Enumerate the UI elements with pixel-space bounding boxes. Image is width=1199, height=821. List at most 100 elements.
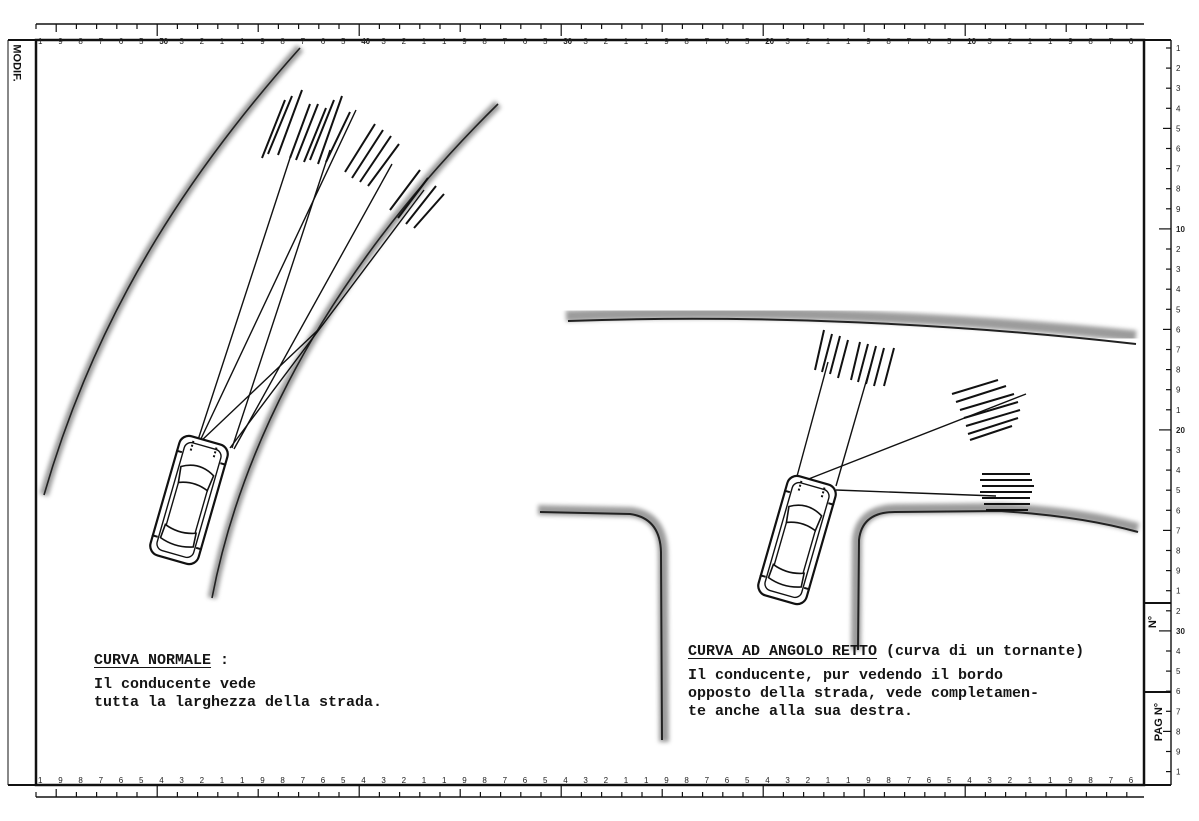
ruler-label: 8 (482, 37, 487, 46)
ruler-label: 4 (159, 776, 164, 785)
ruler-label: 5 (745, 776, 750, 785)
ruler-label: 3 (381, 776, 386, 785)
caption-title: CURVA AD ANGOLO RETTO (688, 643, 878, 660)
modif-label: MODIF. (10, 44, 23, 82)
ruler-label: 5 (947, 37, 952, 46)
ruler-label: 7 (301, 37, 306, 46)
ruler-label: 6 (1176, 506, 1181, 515)
ruler-label: 1 (644, 37, 649, 46)
ruler-label: 10 (967, 37, 976, 46)
ruler-label: 1 (220, 37, 225, 46)
road-corner-right (851, 502, 1140, 651)
ruler-label: 4 (1176, 466, 1181, 475)
ruler-label: 1 (442, 776, 447, 785)
ruler-label: 8 (482, 776, 487, 785)
ruler-label: 1 (644, 776, 649, 785)
ruler-label: 1 (240, 776, 245, 785)
ruler-label: 5 (341, 776, 346, 785)
sight-lines-right (795, 361, 1027, 497)
ruler-label: 9 (1176, 386, 1181, 395)
ruler-label: 6 (1176, 325, 1181, 334)
sight-lines-left (196, 109, 425, 450)
ruler-label: 3 (987, 776, 992, 785)
ruler-label: 3 (179, 776, 184, 785)
ruler-label: 4 (563, 776, 568, 785)
ruler-label: 1 (1176, 587, 1181, 596)
ruler-label: 1 (38, 776, 43, 785)
caption-line: Il conducente vede (94, 676, 257, 693)
ruler-label: 4 (1176, 647, 1181, 656)
ruler-label: 9 (1068, 37, 1073, 46)
ruler-label: 5 (947, 776, 952, 785)
ruler-label: 6 (725, 37, 730, 46)
ruler-label: 6 (1176, 687, 1181, 696)
ruler-label: 7 (301, 776, 306, 785)
ruler-label: 9 (58, 37, 63, 46)
ruler-label: 1 (1048, 37, 1053, 46)
ruler-label: 5 (543, 37, 548, 46)
ruler-label: 5 (139, 776, 144, 785)
ruler-label: 20 (1176, 426, 1185, 435)
road-corner-left (537, 505, 669, 743)
caption-suffix: : (211, 652, 230, 669)
ruler-label: 9 (462, 776, 467, 785)
ruler-label: 8 (1176, 185, 1181, 194)
ruler-label: 7 (705, 776, 710, 785)
ruler-label: 2 (402, 776, 407, 785)
ruler-label: 6 (523, 37, 528, 46)
ruler-label: 8 (280, 37, 285, 46)
ruler-label: 1 (826, 776, 831, 785)
ruler-label: 1 (624, 776, 629, 785)
caption-title: CURVA NORMALE (94, 652, 212, 669)
vision-hatch-top (814, 329, 895, 387)
ruler-label: 2 (200, 37, 205, 46)
ruler-label: 5 (139, 37, 144, 46)
car-topview-icon (753, 472, 841, 608)
right-angle-curve-diagram (537, 307, 1140, 743)
caption-right-angle-curve: CURVA AD ANGOLO RETTO (curva di un torna… (688, 643, 1084, 721)
ruler-label: 3 (1176, 446, 1181, 455)
road-edge-left-inner (207, 100, 502, 599)
ruler-label: 5 (543, 776, 548, 785)
ruler-label: 1 (422, 776, 427, 785)
ruler-label: 4 (361, 776, 366, 785)
ruler-label: 7 (503, 776, 508, 785)
ruler-label: 3 (987, 37, 992, 46)
ruler-label: 3 (583, 776, 588, 785)
ruler-label: 9 (1176, 205, 1181, 214)
ruler-label: 6 (1129, 37, 1134, 46)
ruler-label: 1 (846, 37, 851, 46)
ruler-label: 1 (220, 776, 225, 785)
ruler-label: 8 (78, 776, 83, 785)
ruler-label: 9 (1068, 776, 1073, 785)
ruler-label: 9 (260, 37, 265, 46)
ruler-label: 2 (1008, 776, 1013, 785)
ruler-label: 6 (321, 776, 326, 785)
ruler-label: 7 (99, 37, 104, 46)
ruler-label: 7 (907, 37, 912, 46)
ruler-label: 7 (503, 37, 508, 46)
page-number-label: PAG N° (1153, 702, 1166, 742)
ruler-label: 6 (1176, 145, 1181, 154)
caption-normal-curve: CURVA NORMALE : Il conducente vede tutta… (94, 652, 382, 712)
ruler-label: 9 (462, 37, 467, 46)
ruler-label: 2 (1176, 245, 1181, 254)
ruler-label: 6 (927, 37, 932, 46)
ruler-label: 20 (765, 37, 774, 46)
ruler-label: 2 (806, 37, 811, 46)
ruler-label: 3 (785, 776, 790, 785)
ruler-label: 3 (179, 37, 184, 46)
ruler-label: 8 (886, 776, 891, 785)
ruler-label: 1 (624, 37, 629, 46)
ruler-label: 6 (119, 37, 124, 46)
ruler-label: 5 (1176, 305, 1181, 314)
ruler-label: 6 (523, 776, 528, 785)
ruler-label: 9 (58, 776, 63, 785)
car-topview-icon (145, 432, 233, 568)
vision-hatch-right-upper (951, 379, 1021, 441)
ruler-label: 6 (927, 776, 932, 785)
ruler-label: 1 (442, 37, 447, 46)
